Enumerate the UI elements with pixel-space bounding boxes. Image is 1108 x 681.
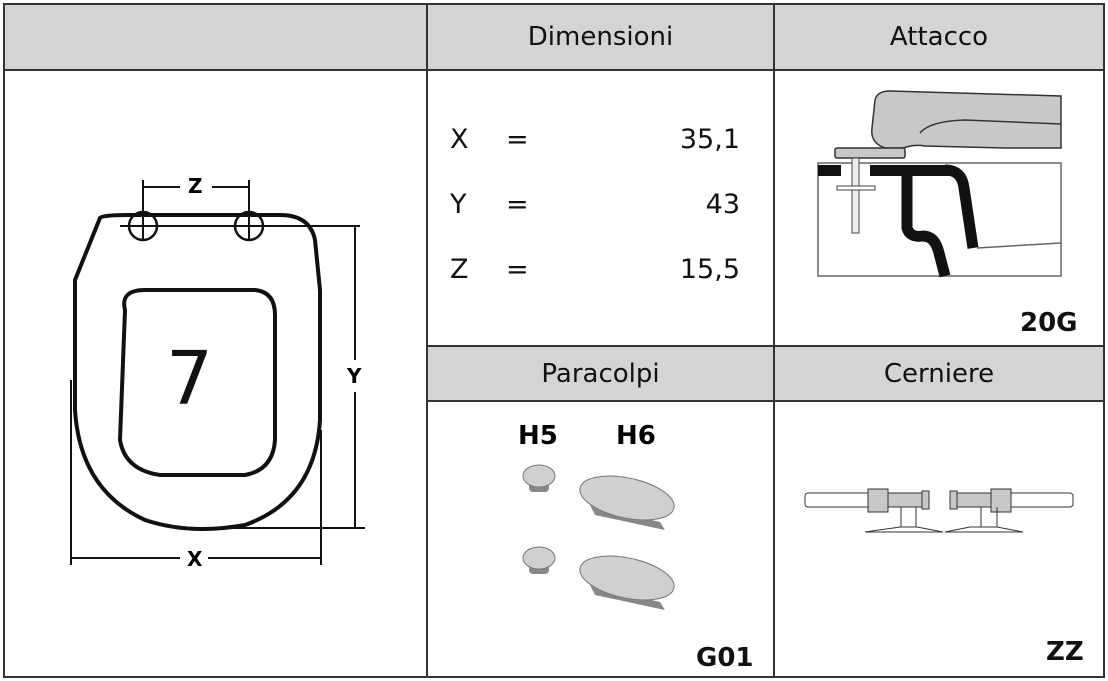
divider — [427, 345, 1104, 347]
header-hinges: Cerniere — [774, 346, 1104, 401]
header-dimensions: Dimensioni — [427, 4, 774, 70]
dimension-key: Z — [450, 254, 469, 285]
bumper-h5 — [522, 464, 556, 574]
table-border — [3, 3, 1105, 678]
seat-diagram — [70, 180, 365, 565]
bumper-label-h5: H5 — [518, 421, 558, 451]
bumpers-code: G01 — [696, 643, 754, 673]
model-number: 7 — [166, 336, 214, 422]
dimension-key: Y — [450, 189, 467, 220]
dimension-value: 15,5 — [679, 254, 740, 285]
label-z: Z — [188, 174, 203, 198]
divider — [773, 4, 775, 677]
attachment-diagram — [817, 90, 1062, 278]
label-x: X — [187, 547, 203, 571]
dimension-value: 35,1 — [679, 124, 740, 155]
dimension-value: 43 — [705, 189, 740, 220]
hinges-code: ZZ — [1046, 637, 1084, 667]
bumper-h6 — [579, 475, 675, 610]
header-attachment: Attacco — [774, 4, 1104, 70]
label-y: Y — [347, 364, 362, 388]
dimension-equals: = — [506, 189, 529, 220]
divider — [427, 400, 1104, 402]
bumper-images — [522, 464, 675, 610]
dimension-equals: = — [506, 254, 529, 285]
hinges-diagram — [804, 488, 1074, 533]
attachment-code: 20G — [1020, 308, 1078, 338]
bumper-label-h6: H6 — [616, 421, 656, 451]
divider — [4, 69, 1104, 71]
header-empty — [4, 4, 427, 70]
header-bumpers: Paracolpi — [427, 346, 774, 401]
dimension-key: X — [450, 124, 469, 155]
dimension-equals: = — [506, 124, 529, 155]
divider — [426, 4, 428, 677]
